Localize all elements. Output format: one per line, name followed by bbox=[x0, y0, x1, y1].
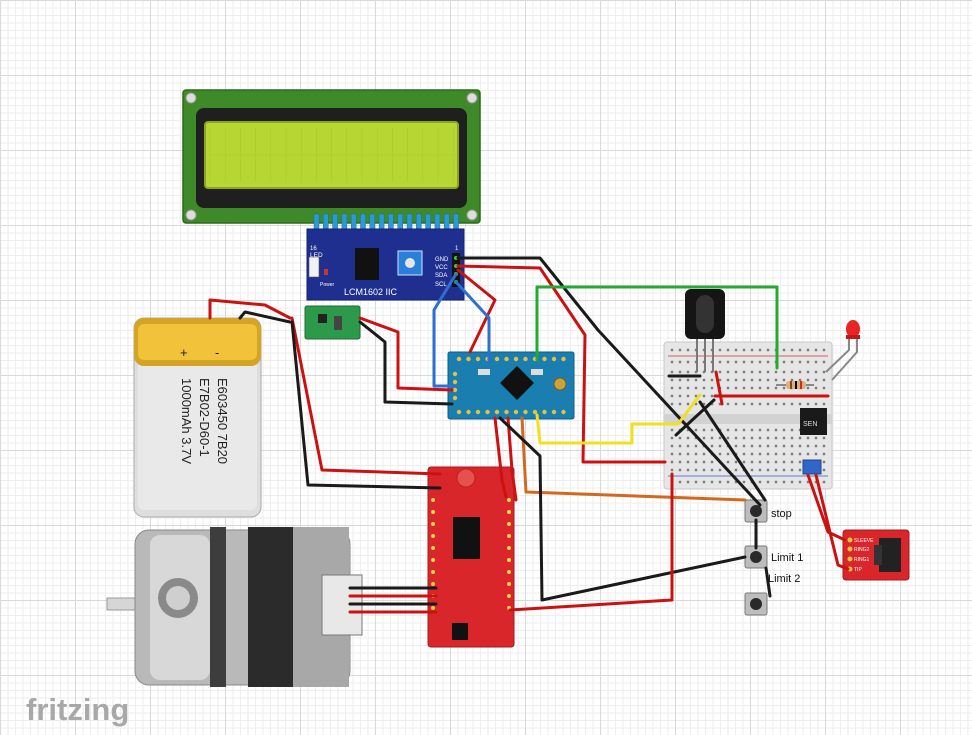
wire-black bbox=[290, 320, 442, 490]
arduino-pro-mini[interactable] bbox=[447, 351, 575, 420]
lipo-battery[interactable]: + - E603450 7B20 E7B02-D60-1 1000mAh 3.7… bbox=[133, 317, 262, 518]
wire-black bbox=[698, 400, 767, 502]
resistor[interactable] bbox=[776, 381, 814, 389]
wire-red bbox=[456, 264, 667, 464]
vcc-pin-label: VCC bbox=[435, 265, 448, 271]
battery-plus-label: + bbox=[180, 345, 188, 360]
led-label: LED bbox=[310, 252, 323, 259]
wire-black bbox=[456, 256, 762, 507]
wire-red bbox=[714, 370, 724, 406]
jack-ring2-label: RING2 bbox=[854, 547, 870, 553]
wire-yellow bbox=[535, 393, 702, 445]
sda-pin-label: SDA bbox=[435, 273, 447, 279]
dc-converter-module[interactable] bbox=[304, 305, 361, 340]
wire-red bbox=[508, 472, 674, 612]
wire-black bbox=[498, 416, 747, 602]
red-led[interactable] bbox=[825, 320, 860, 381]
wire-red bbox=[806, 473, 847, 542]
limit1-button-label: Limit 1 bbox=[771, 552, 803, 564]
wire-red bbox=[456, 268, 497, 354]
jack-sleeve-label: SLEEVE bbox=[854, 538, 874, 544]
battery-minus-label: - bbox=[215, 345, 219, 360]
power-label: Power bbox=[320, 282, 335, 288]
battery-line3: 1000mAh 3.7V bbox=[179, 378, 194, 464]
sensor-label: SEN bbox=[803, 421, 817, 428]
wire-green bbox=[535, 285, 779, 370]
wire-red bbox=[208, 298, 292, 320]
wire-black bbox=[764, 566, 772, 598]
lcd-pin1-label: 1 bbox=[455, 246, 459, 252]
wire-red bbox=[290, 316, 442, 476]
sensor-chip[interactable]: SEN bbox=[800, 408, 827, 475]
scl-pin-label: SCL bbox=[435, 282, 447, 288]
wire-red bbox=[358, 316, 454, 392]
i2c-adapter-board[interactable]: 16 LED Power LCM1602 IIC 1 GND VCC SDA S… bbox=[306, 228, 465, 301]
wire-black bbox=[358, 320, 454, 406]
breadboard[interactable] bbox=[663, 341, 833, 490]
battery-line1: E603450 7B20 bbox=[215, 378, 230, 464]
stepper-motor[interactable] bbox=[106, 527, 363, 687]
limit2-button-label: Limit 2 bbox=[768, 573, 800, 585]
wires bbox=[208, 256, 850, 614]
wire-red bbox=[814, 473, 850, 571]
fritzing-logo: fritzing bbox=[26, 692, 129, 727]
ir-receiver[interactable] bbox=[685, 289, 725, 372]
gnd-pin-label: GND bbox=[435, 257, 449, 263]
push-button-limit2[interactable] bbox=[744, 592, 768, 616]
battery-line2: E7B02-D60-1 bbox=[197, 378, 212, 457]
wire-red bbox=[506, 416, 518, 502]
wire-blue bbox=[432, 272, 458, 388]
wire-red bbox=[493, 416, 508, 499]
wire-black bbox=[674, 398, 716, 437]
lcd-module[interactable] bbox=[182, 89, 481, 224]
stepper-driver-board[interactable] bbox=[427, 466, 515, 648]
push-button-limit1[interactable] bbox=[744, 545, 768, 569]
i2c-adapter-label: LCM1602 IIC bbox=[344, 287, 398, 297]
wire-blue bbox=[454, 280, 491, 364]
stop-button-label: stop bbox=[771, 508, 792, 520]
jack-ring1-label: RING1 bbox=[854, 557, 870, 563]
wire-black bbox=[238, 310, 292, 324]
audio-jack-breakout[interactable]: SLEEVE RING2 RING1 TIP bbox=[842, 529, 910, 581]
lcd-pin16-label: 16 bbox=[310, 246, 317, 252]
jack-tip-label: TIP bbox=[854, 567, 862, 573]
